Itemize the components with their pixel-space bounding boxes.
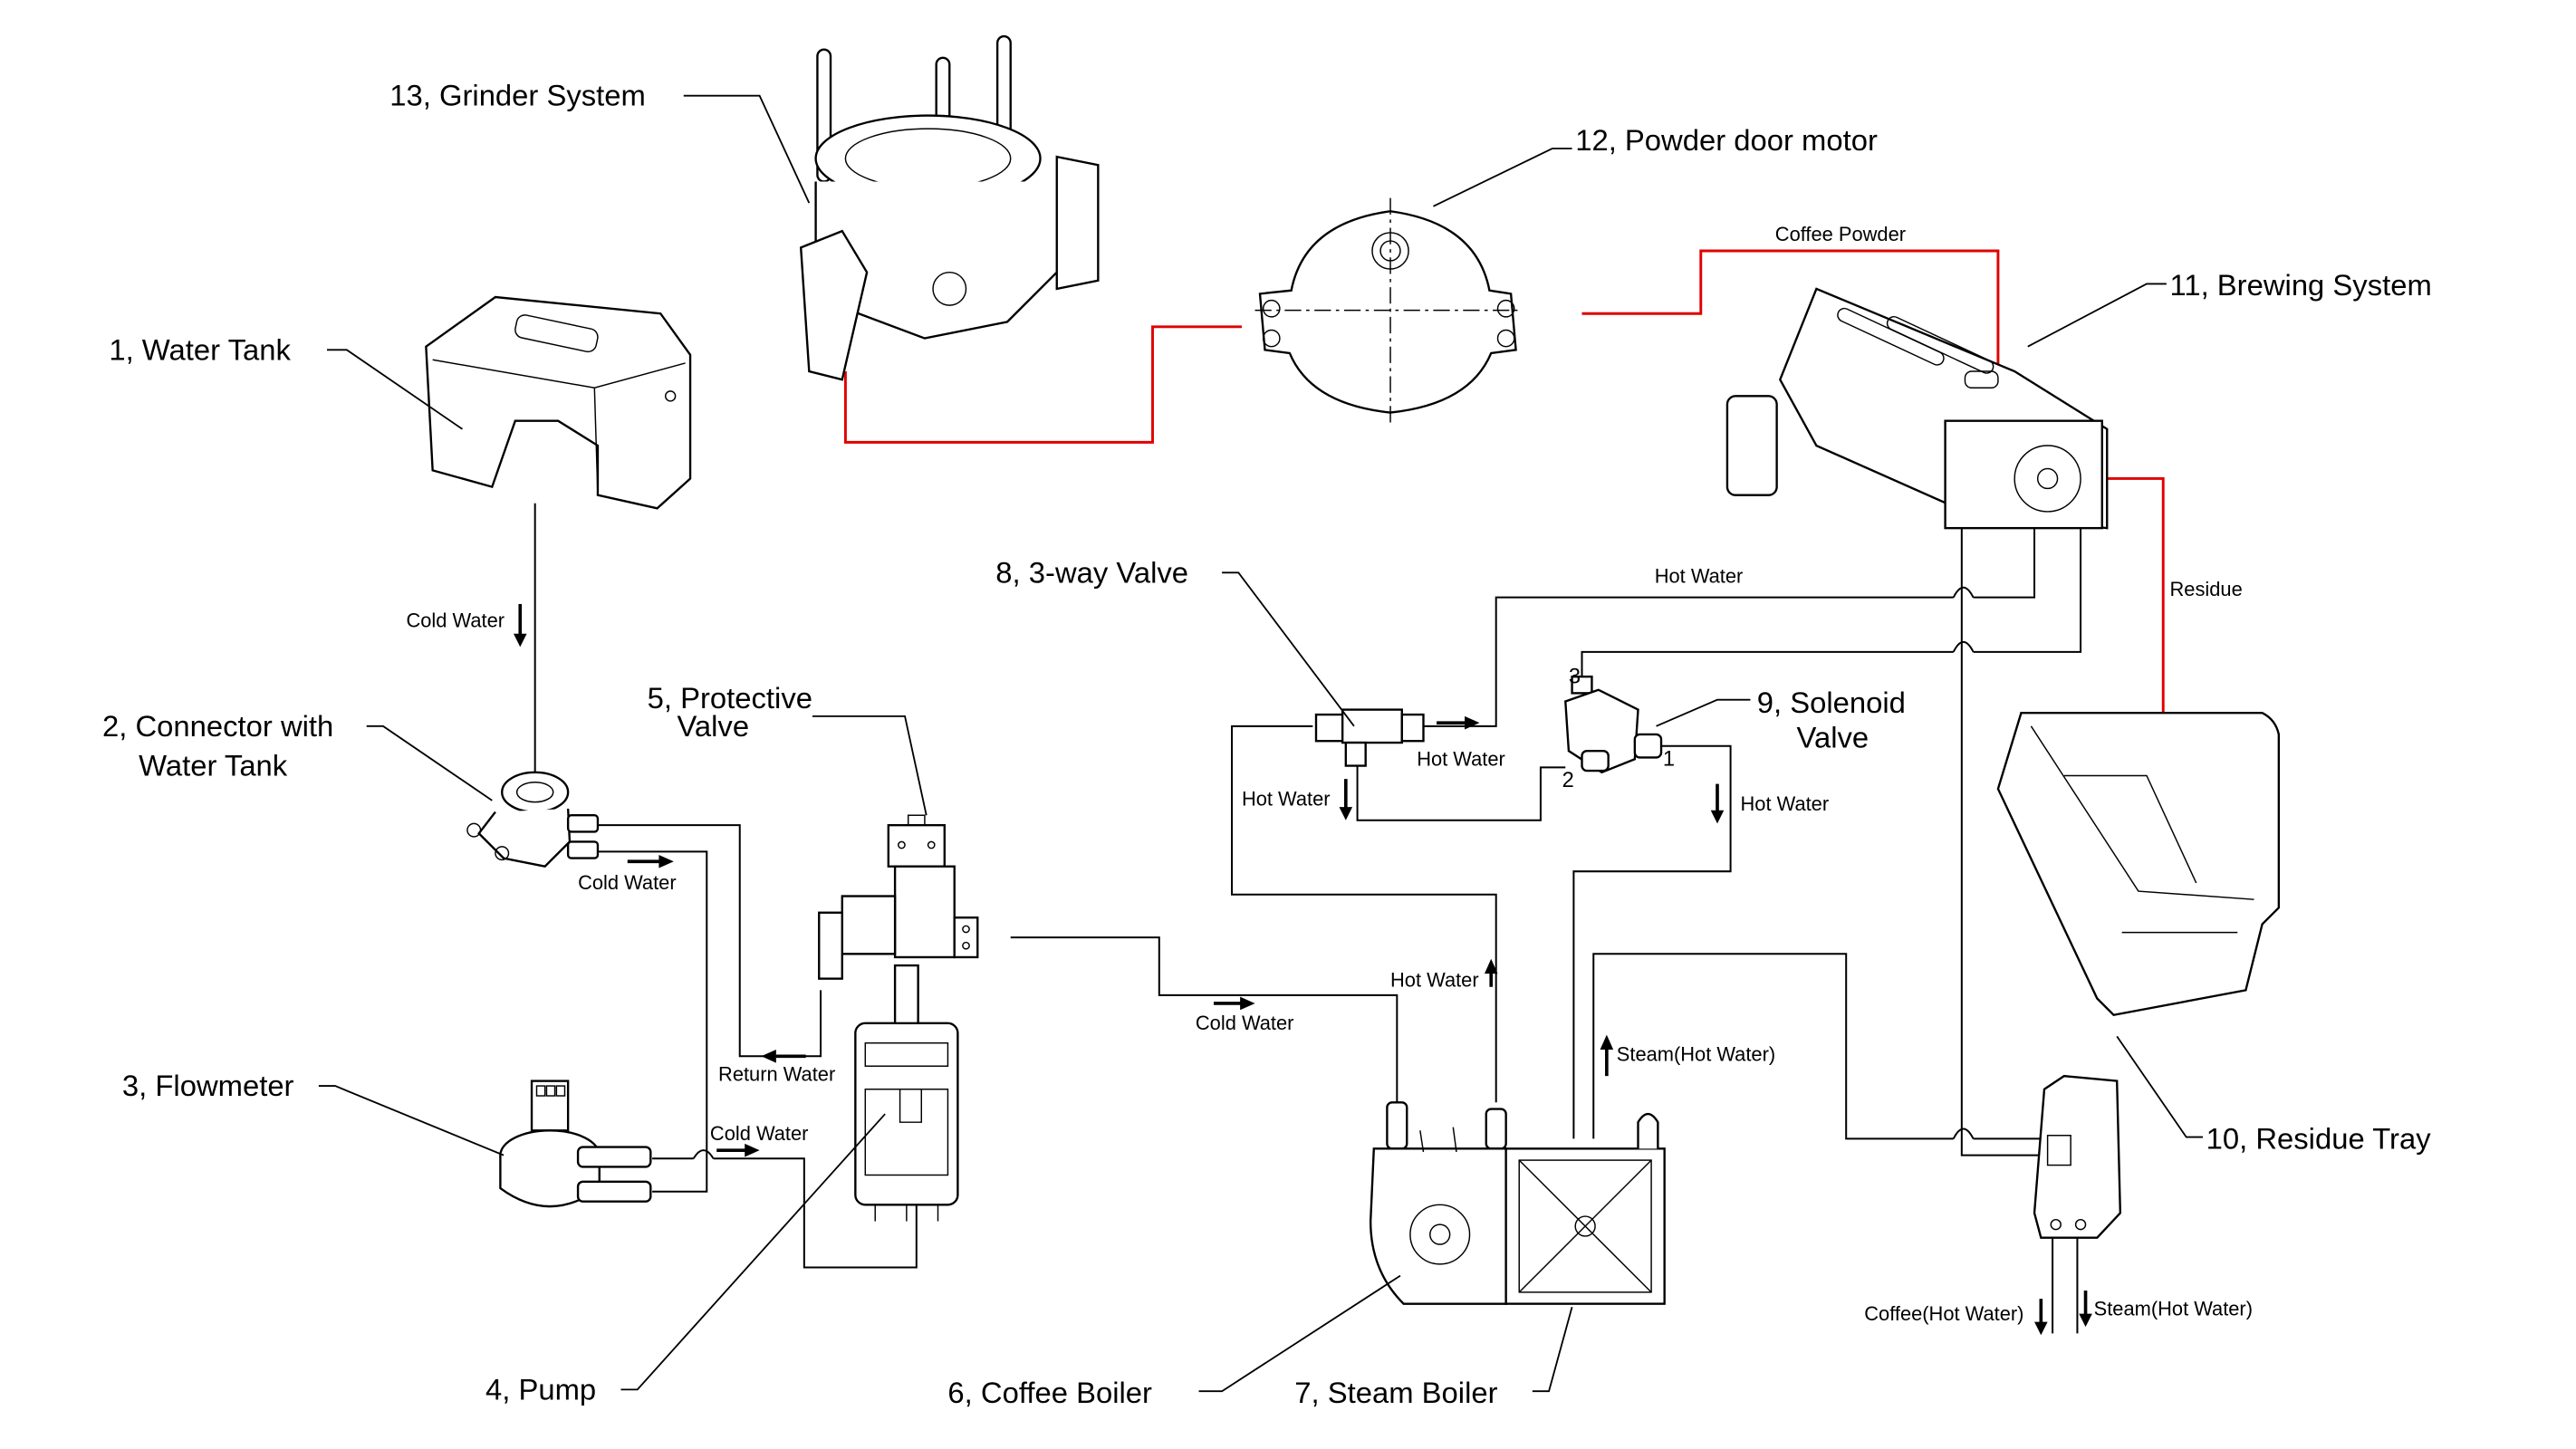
flow-label: Residue [2170,578,2243,600]
water-pipes [533,503,2082,1334]
flow-labels: Cold Water Cold Water Return Water Cold … [406,223,2253,1325]
arrow-up-icon [1484,958,1498,987]
label-grinder-system: 13, Grinder System [389,79,646,112]
label-steam-boiler: 7, Steam Boiler [1294,1376,1497,1409]
label-protective-valve-line1: 5, Protective [648,681,812,715]
arrow-down-icon [2079,1291,2092,1328]
three-way-valve [1314,708,1425,767]
flow-label: Cold Water [1196,1012,1294,1034]
flow-label: Steam(Hot Water) [1617,1043,1775,1066]
label-residue-tray: 10, Residue Tray [2206,1121,2432,1155]
arrow-down-icon [513,603,527,648]
door-to-brewer-path [1581,249,2000,380]
callout-labels: 13, Grinder System 12, Powder door motor… [102,79,2432,1409]
label-protective-valve-line2: Valve [677,709,749,743]
label-flowmeter: 3, Flowmeter [122,1069,294,1102]
label-connector-line1: 2, Connector with [102,709,333,743]
label-solenoid-valve-line2: Valve [1797,721,1870,754]
arrow-right-icon [716,1143,760,1157]
solenoid-valve: 3 1 2 [1562,665,1675,792]
flow-label: Cold Water [578,871,677,894]
flow-label: Hot Water [1655,564,1744,587]
arrow-right-icon [1437,715,1480,730]
flow-label: Hot Water [1242,787,1331,810]
label-solenoid-valve-line1: 9, Solenoid [1757,686,1906,719]
arrow-down-icon [2034,1299,2048,1336]
flow-label: Cold Water [710,1122,809,1145]
flow-label: Cold Water [406,609,505,631]
powder-door-motor [1254,197,1523,427]
protective-valve [818,814,979,980]
coffee-boiler [1369,1101,1507,1305]
solenoid-port-3: 3 [1569,665,1581,688]
coffee-outlet [2033,1074,2122,1239]
grinder-to-door-path [843,325,1242,444]
grinder-system [799,34,1100,381]
flow-label: Coffee Powder [1775,223,1906,245]
water-tank-connector [466,771,600,868]
water-tank [425,295,692,510]
flow-label: Steam(Hot Water) [2094,1297,2253,1319]
flowmeter [499,1080,652,1208]
residue-tray [1996,712,2281,1017]
arrow-up-icon [1600,1034,1614,1077]
label-powder-door-motor: 12, Powder door motor [1575,123,1878,157]
leader-lines [318,94,2203,1393]
steam-boiler [1504,1112,1666,1305]
arrow-down-icon [1339,779,1353,820]
arrow-right-icon [627,854,674,868]
label-brewing-system: 11, Brewing System [2170,268,2432,302]
flow-label: Hot Water [1390,969,1479,992]
pump [854,964,959,1222]
flow-label: Hot Water [1741,792,1830,815]
label-connector-line2: Water Tank [139,748,288,782]
brewing-system [1725,287,2109,530]
label-water-tank: 1, Water Tank [109,332,291,366]
flow-label: Hot Water [1417,748,1505,771]
flow-label: Return Water [718,1063,835,1086]
arrow-down-icon [1710,783,1725,824]
flow-arrows [513,603,2092,1336]
solenoid-port-1: 1 [1663,748,1675,772]
arrow-left-icon [761,1049,806,1063]
flow-label: Coffee(Hot Water) [1864,1302,2023,1325]
label-pump: 4, Pump [485,1372,596,1406]
label-coffee-boiler: 6, Coffee Boiler [947,1376,1152,1409]
arrow-right-icon [1213,996,1255,1011]
solenoid-port-2: 2 [1562,769,1574,792]
label-three-way-valve: 8, 3-way Valve [995,555,1188,589]
